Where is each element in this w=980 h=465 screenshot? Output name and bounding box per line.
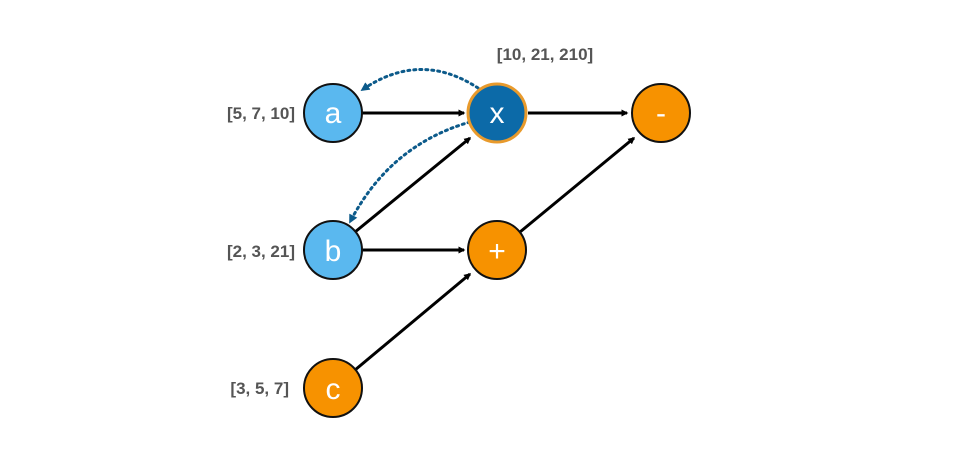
node-multiply-label: x [490,97,505,130]
node-b: b [303,220,363,280]
value-label-b: [2, 3, 21] [227,242,295,261]
gradient-edge-mul-to-b [348,120,472,224]
edge-c-to-add [354,272,472,372]
value-label-c: [3, 5, 7] [230,379,289,398]
node-multiply: x [466,82,528,144]
node-a-label: a [325,97,342,130]
node-c: c [303,358,363,418]
node-subtract-label: - [656,97,666,130]
value-label-multiply: [10, 21, 210] [497,45,593,64]
node-add: + [467,220,527,280]
node-b-label: b [325,235,342,268]
edge-b-to-mul [354,136,472,234]
edge-add-to-sub [519,136,636,234]
gradient-edge-mul-to-a [360,68,480,92]
node-a: a [303,83,363,143]
node-c-label: c [326,373,341,406]
node-add-label: + [488,235,506,268]
value-label-a: [5, 7, 10] [227,104,295,123]
node-subtract: - [631,83,691,143]
